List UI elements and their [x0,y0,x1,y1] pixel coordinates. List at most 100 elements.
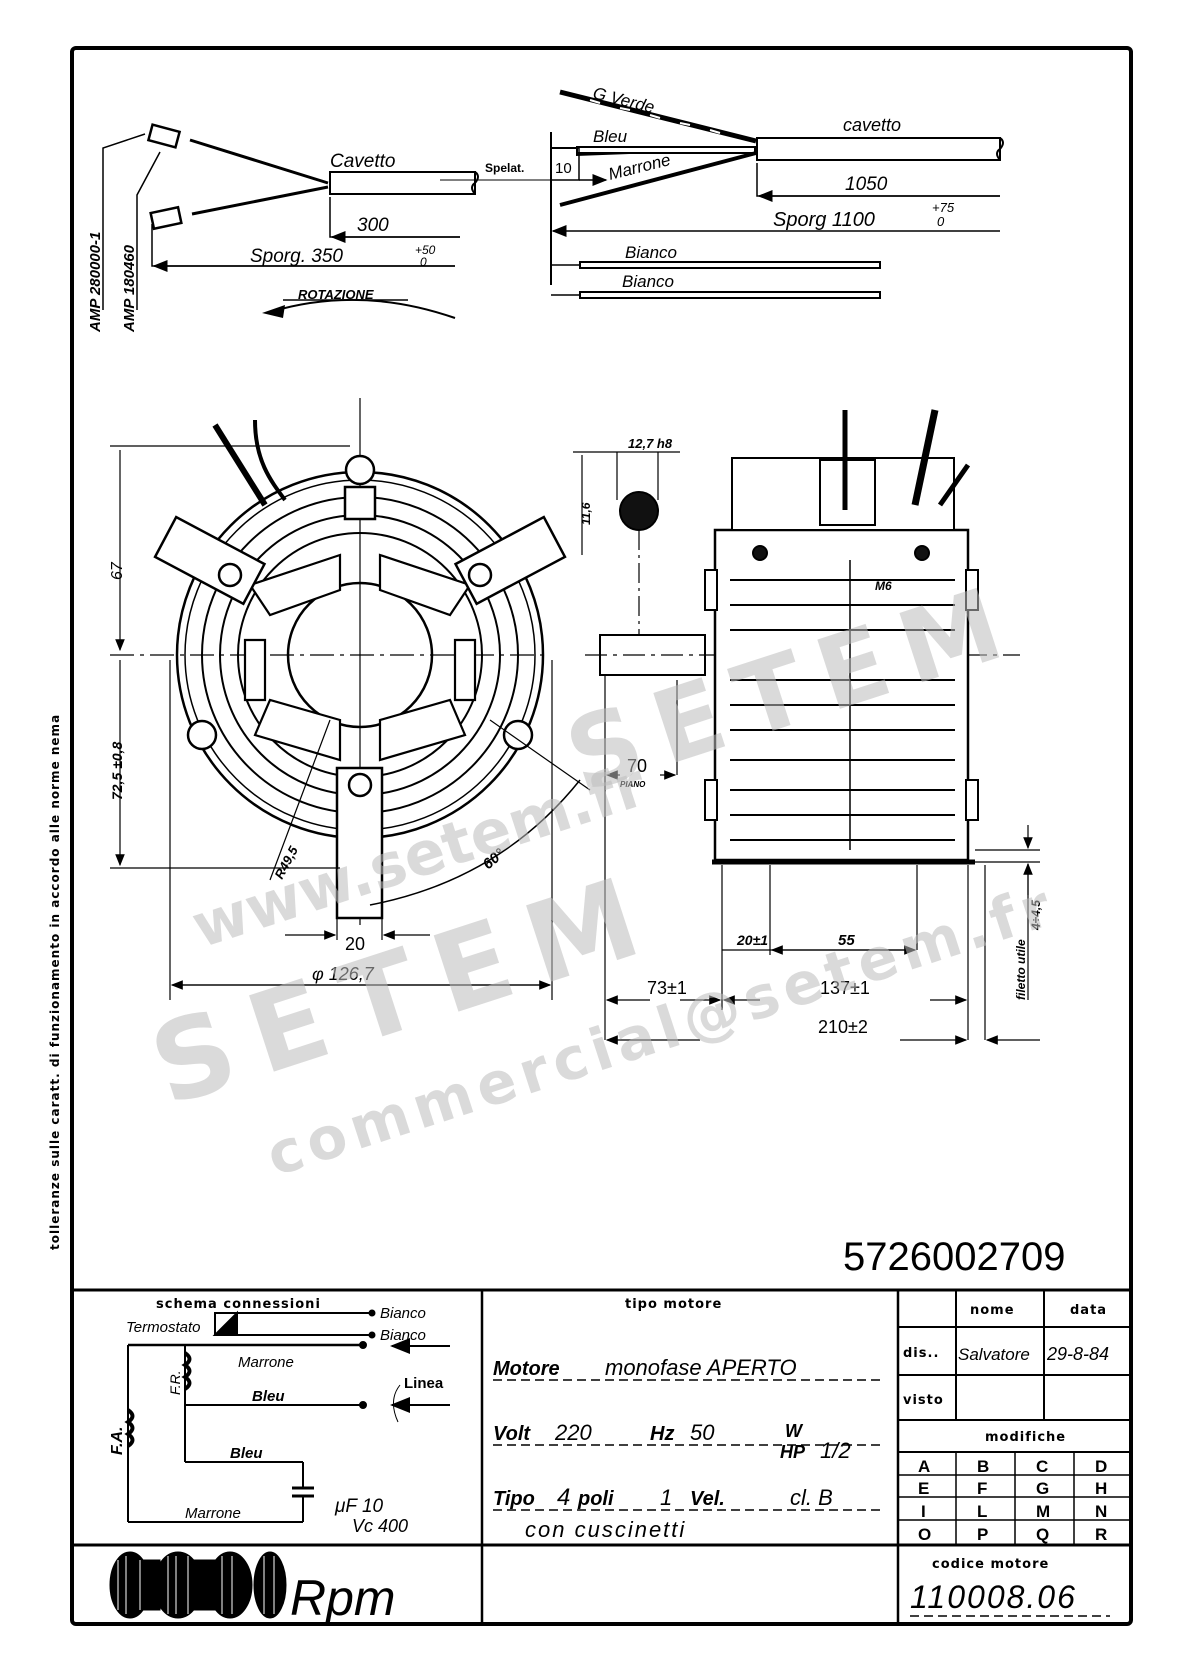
svg-text:visto: visto [903,1393,944,1408]
wiring-schematic [124,1309,450,1523]
svg-text:Bianco: Bianco [380,1305,426,1322]
svg-text:0: 0 [420,255,427,269]
svg-text:0: 0 [937,214,945,229]
svg-text:Vc 400: Vc 400 [352,1516,408,1536]
svg-text:4: 4 [557,1484,570,1511]
svg-text:F.A.: F.A. [109,1427,126,1455]
svg-text:dis..: dis.. [903,1346,939,1361]
svg-text:φ 126,7: φ 126,7 [312,964,375,984]
svg-text:I: I [921,1502,926,1521]
svg-text:72,5 ±0,8: 72,5 ±0,8 [109,742,125,800]
svg-text:schema connessioni: schema connessioni [156,1297,321,1312]
side-view-labels: 12,7 h8 11,6 M6 70 PIANO 20±1 55 73±1 13… [579,436,1043,1037]
svg-text:137±1: 137±1 [820,978,870,998]
svg-text:C: C [1036,1457,1048,1476]
svg-text:Sporg 1100: Sporg 1100 [773,209,875,231]
svg-text:N: N [1095,1502,1107,1521]
svg-text:20: 20 [345,934,365,954]
modifiche-title: modifiche [985,1430,1066,1445]
svg-text:Spelat.: Spelat. [485,161,524,175]
drawing-number: 5726002709 [843,1235,1065,1279]
svg-text:ROTAZIONE: ROTAZIONE [298,287,374,302]
svg-text:tipo motore: tipo motore [625,1297,722,1312]
svg-text:Vel.: Vel. [690,1488,725,1510]
svg-text:73±1: 73±1 [647,978,687,998]
svg-text:G Verde: G Verde [591,83,656,117]
svg-text:300: 300 [357,215,389,236]
svg-text:μF 10: μF 10 [334,1496,384,1517]
short-cable-diagram [102,123,479,319]
motor-side-view [573,409,1040,1045]
svg-text:cavetto: cavetto [843,115,901,135]
svg-text:monofase APERTO: monofase APERTO [605,1355,797,1380]
svg-text:Cavetto: Cavetto [330,151,395,172]
motor-front-view [110,398,591,1000]
svg-text:Sporg. 350: Sporg. 350 [250,246,343,267]
svg-text:67: 67 [109,561,126,580]
svg-text:Tipo: Tipo [493,1488,535,1510]
svg-text:E: E [918,1479,929,1498]
svg-text:Bianco: Bianco [380,1327,426,1344]
svg-text:4÷4,5: 4÷4,5 [1029,900,1043,931]
svg-text:L: L [977,1502,987,1521]
svg-text:Bianco: Bianco [622,272,674,291]
svg-text:+50: +50 [415,243,436,257]
motor-type-block: tipo motore Motore monofase APERTO Volt … [493,1297,880,1542]
long-cable-diagram [440,89,1004,299]
svg-text:29-8-84: 29-8-84 [1046,1344,1109,1364]
svg-text:1: 1 [660,1485,672,1510]
svg-text:F: F [977,1479,987,1498]
svg-text:R: R [1095,1525,1107,1544]
svg-text:1/2: 1/2 [820,1438,851,1463]
svg-text:Volt: Volt [493,1423,531,1445]
rpm-logo-coils [109,1551,287,1619]
svg-text:11,6: 11,6 [579,502,593,525]
svg-text:Termostato: Termostato [126,1319,200,1336]
codice-value: 110008.06 [910,1579,1077,1615]
svg-text:Bianco: Bianco [625,243,677,262]
approval-block: nome data dis.. Salvatore 29-8-84 visto [903,1303,1109,1408]
wiring-schematic-labels: schema connessioni Termostato Bianco Bia… [109,1297,444,1536]
svg-text:nome: nome [970,1303,1015,1318]
svg-text:Linea: Linea [404,1375,444,1392]
svg-text:W: W [785,1421,804,1441]
svg-text:G: G [1036,1479,1049,1498]
svg-text:M6: M6 [875,579,892,593]
svg-text:O: O [918,1525,931,1544]
svg-text:Salvatore: Salvatore [958,1345,1030,1364]
svg-text:12,7 h8: 12,7 h8 [628,436,673,451]
svg-text:P: P [977,1525,988,1544]
svg-text:con cuscinetti: con cuscinetti [525,1517,686,1542]
svg-text:H: H [1095,1479,1107,1498]
svg-text:filetto utile: filetto utile [1014,939,1028,1000]
svg-text:70: 70 [627,756,647,776]
svg-text:Q: Q [1036,1525,1049,1544]
svg-text:F.R.: F.R. [167,1370,183,1395]
drawing-frame [70,46,1133,1626]
svg-text:1050: 1050 [845,174,888,195]
svg-text:Hz: Hz [650,1423,674,1445]
svg-text:D: D [1095,1457,1107,1476]
svg-text:M: M [1036,1502,1050,1521]
svg-text:55: 55 [838,932,855,949]
svg-text:210±2: 210±2 [818,1017,868,1037]
svg-text:Bleu: Bleu [252,1388,285,1405]
svg-text:A: A [918,1457,930,1476]
svg-text:+75: +75 [932,200,955,215]
svg-text:Marrone: Marrone [185,1505,241,1522]
svg-text:cl. B: cl. B [790,1485,833,1510]
svg-text:220: 220 [554,1420,592,1445]
svg-text:AMP 180460: AMP 180460 [121,244,138,333]
svg-text:poli: poli [577,1488,614,1510]
svg-text:Marrone: Marrone [238,1354,294,1371]
svg-text:Bleu: Bleu [230,1445,263,1462]
long-cable-labels: G Verde Bleu Marrone 10 cavetto 1050 Spo… [555,83,955,291]
svg-text:PIANO: PIANO [620,780,646,789]
svg-text:10: 10 [555,160,572,177]
codice-title: codice motore [932,1557,1049,1572]
svg-text:50: 50 [690,1420,715,1445]
rpm-logo-text: Rpm [290,1570,396,1626]
svg-text:Bleu: Bleu [593,127,628,146]
title-block-grid [70,1288,1133,1626]
